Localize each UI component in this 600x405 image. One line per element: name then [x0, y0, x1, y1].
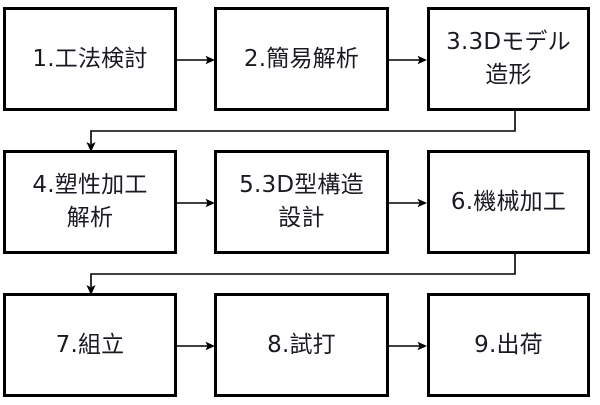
process-node-label: 7.組立: [55, 331, 125, 358]
process-node-label: 8.試打: [267, 331, 336, 358]
process-node-label: 6.機械加工: [450, 188, 567, 215]
process-node-label: 9.出荷: [474, 331, 543, 358]
connector-arrow-step-4-to-step-5: [177, 198, 215, 208]
process-node-step-2[interactable]: 2.簡易解析: [214, 7, 389, 111]
process-node-step-5[interactable]: 5.3D型構造 設計: [214, 150, 389, 254]
process-node-step-4[interactable]: 4.塑性加工 解析: [3, 150, 177, 254]
process-node-step-1[interactable]: 1.工法検討: [3, 7, 177, 111]
connector-arrow-step-2-to-step-3: [389, 55, 427, 65]
process-node-step-7[interactable]: 7.組立: [3, 293, 177, 397]
connector-arrow-step-7-to-step-8: [177, 341, 215, 351]
connector-wrap-step-6-to-step-7: [86, 251, 516, 295]
process-node-label: 4.塑性加工 解析: [32, 172, 148, 231]
process-node-step-9[interactable]: 9.出荷: [427, 293, 590, 397]
process-node-label: 1.工法検討: [32, 45, 148, 72]
process-node-label: 5.3D型構造 設計: [239, 172, 364, 231]
connector-arrow-step-8-to-step-9: [389, 341, 427, 351]
connector-arrow-step-5-to-step-6: [389, 198, 427, 208]
connector-wrap-step-3-to-step-4: [86, 108, 516, 152]
process-node-step-6[interactable]: 6.機械加工: [427, 150, 590, 254]
process-node-step-3[interactable]: 3.3Dモデル 造形: [427, 7, 590, 111]
process-node-step-8[interactable]: 8.試打: [214, 293, 389, 397]
connector-arrow-step-1-to-step-2: [177, 55, 215, 65]
process-node-label: 3.3Dモデル 造形: [446, 29, 571, 88]
process-node-label: 2.簡易解析: [243, 45, 360, 72]
